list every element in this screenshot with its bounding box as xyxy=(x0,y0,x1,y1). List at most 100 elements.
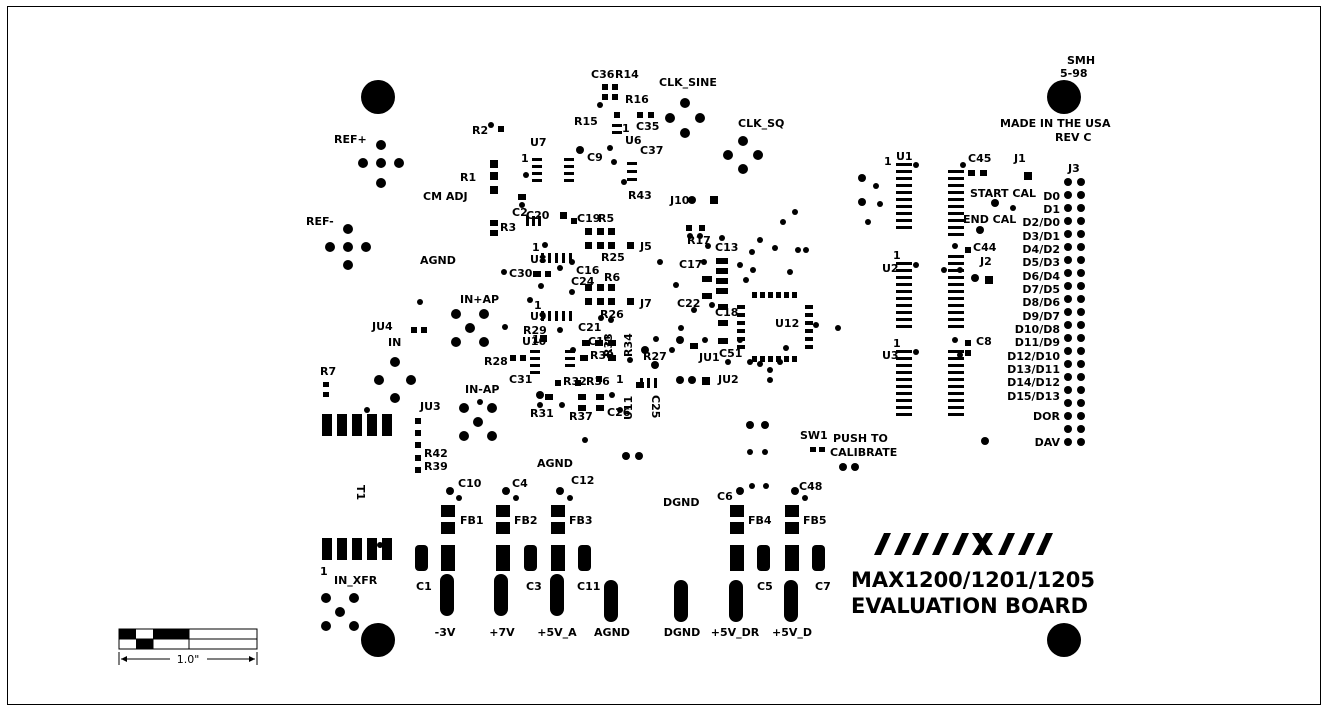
pin-label: D4/D2 xyxy=(1022,243,1060,256)
label-in-xfr: IN_XFR xyxy=(334,574,378,587)
terminal-label: +7V xyxy=(489,626,515,639)
label-u11: U11 xyxy=(622,396,635,420)
label-j10: J10 xyxy=(669,194,690,207)
pin-label: D0 xyxy=(1043,190,1060,203)
pin-label: D5/D3 xyxy=(1022,256,1060,269)
label-c9: C9 xyxy=(587,151,603,164)
label-dgnd: DGND xyxy=(663,496,700,509)
label-r28: R28 xyxy=(484,355,508,368)
label-u7: U7 xyxy=(530,136,547,149)
scale-bar: 1.0" xyxy=(118,628,258,666)
label-u1-pin1: 1 xyxy=(884,155,892,168)
label-j2: J2 xyxy=(979,255,992,268)
label-r42: R42 xyxy=(424,447,448,460)
label-start-cal: START CAL xyxy=(970,187,1036,200)
label-r43: R43 xyxy=(628,189,652,202)
scale-bar-label: 1.0" xyxy=(177,653,200,666)
label-c6: C6 xyxy=(717,490,733,503)
board-name: EVALUATION BOARD xyxy=(851,594,1088,618)
label-c19: C19 xyxy=(577,212,600,225)
label-r36: R36 xyxy=(586,375,610,388)
ic-footprints xyxy=(530,124,964,416)
label-r37: R37 xyxy=(569,410,593,423)
label-c51: C51 xyxy=(719,347,742,360)
label-r16: R16 xyxy=(625,93,649,106)
label-r14: R14 xyxy=(615,68,639,81)
rev-code-label: SMH xyxy=(1067,54,1095,67)
label-c1: C1 xyxy=(416,580,432,593)
label-r33: R33 xyxy=(602,333,615,357)
label-r2: R2 xyxy=(472,124,488,137)
label-c20: C20 xyxy=(526,209,550,222)
label-r1: R1 xyxy=(460,171,476,184)
label-fb5: FB5 xyxy=(803,514,827,527)
label-c7: C7 xyxy=(815,580,831,593)
label-in-xfr-pin1: 1 xyxy=(320,565,328,578)
pin-label: D2/D0 xyxy=(1022,216,1060,229)
label-u1: U1 xyxy=(896,150,913,163)
label-in-ap: IN+AP xyxy=(460,293,499,306)
label-c48: C48 xyxy=(799,480,822,493)
label-calibrate: CALIBRATE xyxy=(830,446,897,459)
label-r6: R6 xyxy=(604,271,620,284)
label-ju3: JU3 xyxy=(419,400,441,413)
label-r5: R5 xyxy=(598,212,614,225)
label-t1: T1 xyxy=(354,485,367,500)
label-u10: U10 xyxy=(522,335,547,348)
label-cm-adj: CM ADJ xyxy=(423,190,468,203)
product-name: MAX1200/1201/1205 xyxy=(851,568,1095,592)
label-clk-sine: CLK_SINE xyxy=(659,76,717,89)
power-terminal-pads xyxy=(440,574,798,622)
label-fb3: FB3 xyxy=(569,514,593,527)
pin-label: D11/D9 xyxy=(1015,336,1060,349)
label-r15: R15 xyxy=(574,115,598,128)
label-c13: C13 xyxy=(715,241,738,254)
passive-pads xyxy=(323,84,1032,473)
label-fb1: FB1 xyxy=(460,514,484,527)
label-u12: U12 xyxy=(775,317,799,330)
label-c26: C26 xyxy=(607,406,631,419)
pin-label: D15/D13 xyxy=(1007,390,1060,403)
label-c21: C21 xyxy=(578,321,601,334)
label-ref-plus: REF+ xyxy=(334,133,367,146)
label-r36-pin1: 1 xyxy=(616,373,624,386)
label-c15: C15 xyxy=(588,335,611,348)
label-agnd-top: AGND xyxy=(420,254,456,267)
label-c37: C37 xyxy=(640,144,663,157)
pin-label: D13/D11 xyxy=(1007,363,1060,376)
label-u9: U9 xyxy=(530,310,547,323)
pin-label: DAV xyxy=(1035,436,1061,449)
label-c17: C17 xyxy=(679,258,702,271)
terminal-label: +5V_D xyxy=(772,626,812,639)
label-c2: C2 xyxy=(512,206,528,219)
header-j3 xyxy=(1064,178,1085,446)
label-ju1: JU1 xyxy=(698,351,720,364)
pin-label: D14/D12 xyxy=(1007,376,1060,389)
label-fb2: FB2 xyxy=(514,514,538,527)
label-r26: R26 xyxy=(600,308,624,321)
transformer-t1 xyxy=(322,414,392,560)
label-c3: C3 xyxy=(526,580,542,593)
label-c12: C12 xyxy=(571,474,594,487)
label-r3: R3 xyxy=(500,221,516,234)
label-c16: C16 xyxy=(576,264,600,277)
label-c22: C22 xyxy=(677,297,700,310)
revision-label: REV C xyxy=(1055,131,1091,144)
label-ref-minus: REF- xyxy=(306,215,334,228)
label-clk-sq: CLK_SQ xyxy=(738,117,784,130)
label-u10-pin1: 1 xyxy=(532,333,540,346)
terminal-label: +5V_DR xyxy=(711,626,760,639)
label-u2-pin1: 1 xyxy=(893,249,901,262)
silkscreen-labels: SMH 5-98 MADE IN THE USA REV C REF+ REF-… xyxy=(306,54,1111,593)
pin-label: D6/D4 xyxy=(1022,270,1060,283)
label-u7-pin1: 1 xyxy=(521,152,529,165)
label-u9-pin1: 1 xyxy=(534,299,542,312)
label-r39: R39 xyxy=(424,460,448,473)
label-c24: C24 xyxy=(571,275,595,288)
label-c44: C44 xyxy=(973,241,997,254)
pin-label: D7/D5 xyxy=(1022,283,1060,296)
label-c5: C5 xyxy=(757,580,773,593)
label-j1: J1 xyxy=(1013,152,1026,165)
label-c4: C4 xyxy=(512,477,528,490)
